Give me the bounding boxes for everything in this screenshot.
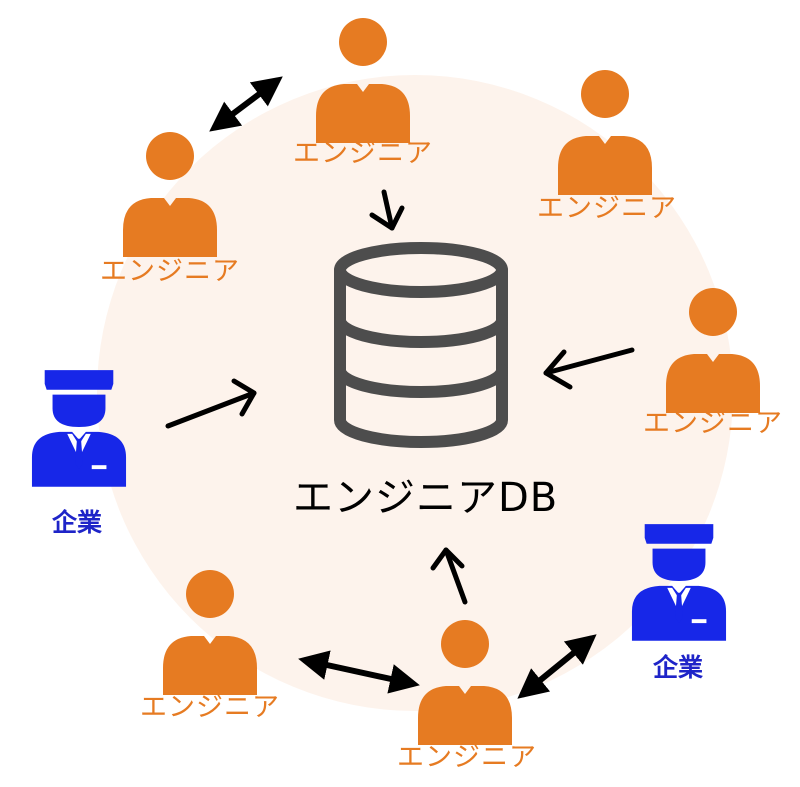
arrow-bottom-to-db — [430, 547, 468, 605]
double-arrow-lower-left-bottom — [298, 650, 420, 694]
database-icon — [334, 242, 508, 448]
engineer-icon-top — [316, 18, 410, 143]
engineer-label-top-right: エンジニア — [537, 193, 677, 224]
engineer-label-right: エンジニア — [643, 408, 783, 439]
engineer-icon-top-right — [558, 70, 652, 195]
company-icon-left — [31, 370, 127, 487]
arrow-top-to-db — [369, 189, 405, 231]
engineer-icon-bottom — [418, 620, 512, 745]
company-icon-right — [631, 524, 727, 641]
arrow-company-to-db — [165, 378, 257, 429]
company-label-right: 企業 — [653, 653, 704, 682]
engineer-icon-upper-left — [123, 132, 217, 257]
engineer-label-lower-left: エンジニア — [140, 692, 280, 723]
engineer-label-bottom: エンジニア — [397, 742, 537, 773]
engineer-label-top: エンジニア — [293, 138, 433, 169]
database-label: エンジニアDB — [293, 475, 559, 521]
engineer-icon-right — [666, 288, 760, 413]
arrow-right-to-db — [543, 347, 635, 390]
engineer-icon-lower-left — [163, 570, 257, 695]
double-arrow-bottom-company — [517, 634, 597, 699]
engineer-label-upper-left: エンジニア — [100, 256, 240, 287]
company-label-left: 企業 — [52, 508, 103, 537]
double-arrow-top-upper-left — [209, 76, 283, 132]
